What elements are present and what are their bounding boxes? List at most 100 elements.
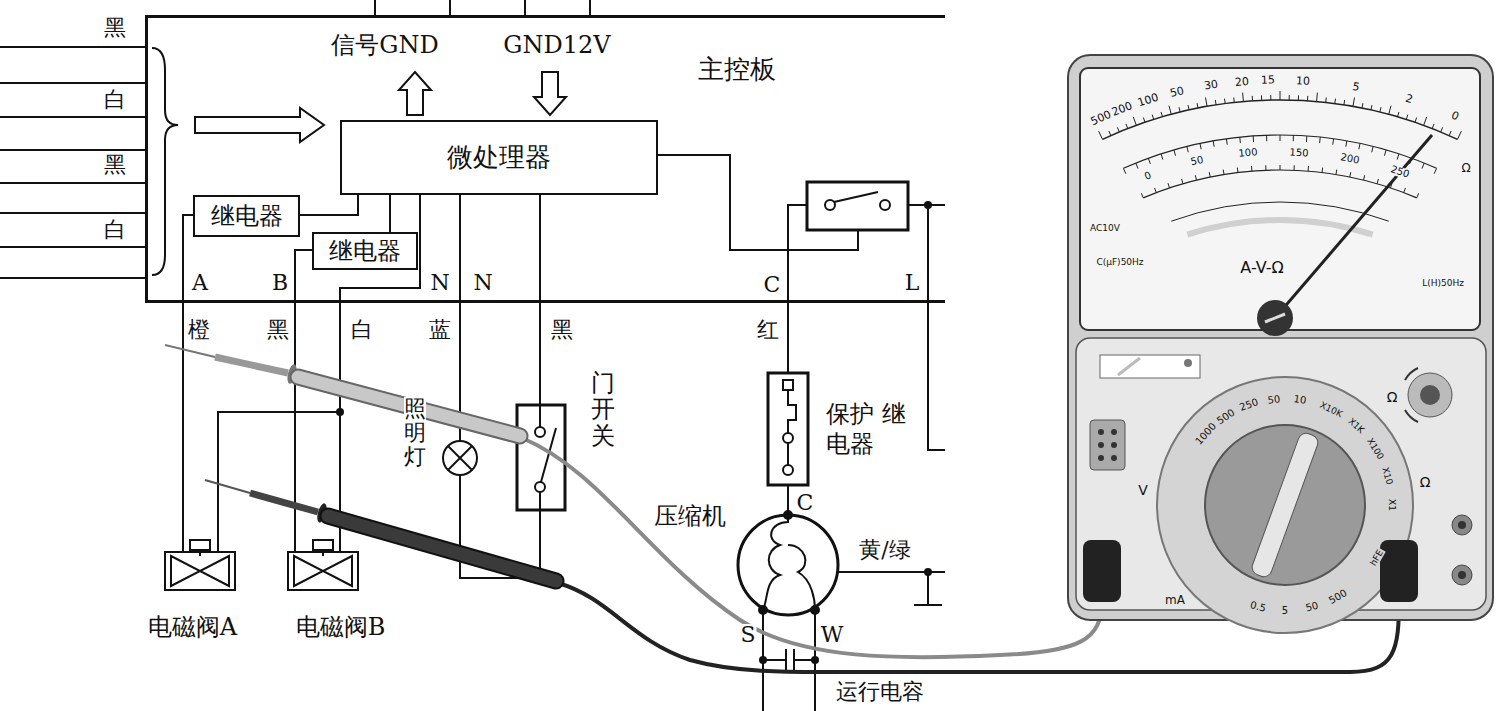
protection-relay-symbol (783, 380, 793, 390)
wire-connector (787, 485, 789, 500)
wire-connector (539, 195, 541, 368)
scale-tick (1266, 135, 1267, 141)
relay-switch-symbol (834, 192, 878, 202)
pin-name: C (763, 274, 782, 296)
solenoid-valve-symbol (288, 552, 358, 590)
capacitor-symbol (793, 649, 795, 671)
range-number: X10K (1318, 400, 1345, 419)
wire (524, 0, 526, 15)
scale-tick (1143, 118, 1145, 123)
wire-color: 白 (103, 89, 127, 111)
part-label: 压缩机 (654, 502, 726, 531)
scale-tick (1334, 99, 1336, 104)
scale-tick (1406, 115, 1408, 120)
wire-color: 黑 (103, 17, 127, 39)
scale-tick (1270, 95, 1271, 100)
jack (1458, 571, 1466, 579)
scale-tick (1182, 179, 1183, 184)
relay-switch-symbol (807, 182, 908, 230)
socket-block (1090, 420, 1125, 470)
scale-number: 100 (1237, 147, 1259, 159)
lamp-symbol (443, 441, 477, 475)
range-number: X100 (1364, 436, 1385, 462)
wire (0, 0, 945, 711)
socket-block (1111, 429, 1117, 435)
wire (182, 533, 184, 552)
meter-body (1068, 55, 1493, 620)
wire-color: 黑 (550, 319, 574, 341)
wire (927, 572, 929, 605)
scale-number: 0 (1449, 110, 1462, 124)
solenoid-valve-symbol (165, 540, 358, 590)
pin-name: N (429, 272, 450, 294)
black-probe (250, 493, 318, 512)
socket-block (1090, 420, 1125, 470)
signal-arrow (399, 72, 431, 115)
scale-tick (1322, 168, 1324, 173)
scale-tick (1280, 135, 1281, 141)
scale-tick (1213, 141, 1214, 147)
lamp-node: 照明灯 (402, 395, 482, 520)
scale-tick (1306, 136, 1307, 142)
wire (449, 0, 451, 15)
scale-tick (1398, 112, 1399, 117)
wire (658, 155, 858, 250)
solenoid-valve-node: 电磁阀A (130, 533, 255, 643)
wire (218, 412, 340, 552)
scale-tick (1361, 103, 1363, 108)
compressor-symbol (763, 515, 788, 610)
scale-tick (1384, 150, 1386, 156)
range-number: 50 (1266, 394, 1282, 405)
scale-tick (1123, 168, 1125, 173)
part-label: 运行电容 (835, 681, 925, 703)
capacitor-symbol (786, 649, 794, 671)
scale-tick (1136, 163, 1138, 169)
protection-relay-node: 保护 继电器 (766, 373, 916, 485)
scale-tick (1169, 106, 1171, 115)
wire (539, 368, 541, 427)
scale-label: L(H)50Hz (1421, 279, 1465, 288)
scale-tick (1141, 193, 1143, 198)
jack (1083, 515, 1472, 602)
scale-tick (1346, 141, 1347, 147)
needle-pivot (1257, 300, 1293, 336)
scale-tick (1289, 95, 1290, 100)
terminal-name: W (820, 624, 845, 646)
wire-color: 红 (756, 319, 780, 341)
scale-tick (1294, 165, 1295, 170)
solenoid-valve-symbol (165, 552, 235, 590)
scale-number: 2 (1403, 93, 1415, 106)
unit-symbol: Ω (1460, 162, 1471, 174)
mirror-band (1187, 220, 1372, 235)
scale-tick (1372, 146, 1373, 152)
scale-tick (1215, 100, 1217, 105)
wire (294, 533, 296, 552)
scale-tick (1265, 165, 1266, 170)
wire-color: 橙 (187, 319, 211, 341)
jack (1083, 540, 1121, 602)
scale-tick (1397, 154, 1399, 160)
jack (1380, 540, 1418, 602)
scale-tick (1155, 188, 1157, 193)
protection-relay-symbol (783, 433, 793, 443)
zero-adjust-knob (1408, 373, 1452, 417)
scale-tick (1363, 175, 1364, 180)
capacitor-symbol (785, 649, 787, 671)
scale-tick (1242, 93, 1244, 102)
wire-color: 黑 (266, 319, 290, 341)
range-number: 250 (1237, 397, 1260, 414)
red-probe (165, 345, 520, 436)
wire (374, 0, 376, 15)
pin-name: L (904, 272, 921, 294)
scale-tick (1206, 98, 1208, 107)
socket-block (1111, 455, 1117, 461)
scale-tick (1316, 93, 1318, 102)
solenoid-valve-symbol (171, 556, 200, 586)
scale-tick (1233, 98, 1235, 103)
range-number: X1 (1387, 498, 1396, 512)
wire (914, 604, 942, 606)
protection-relay-symbol (768, 373, 808, 485)
socket-block (1098, 442, 1104, 448)
